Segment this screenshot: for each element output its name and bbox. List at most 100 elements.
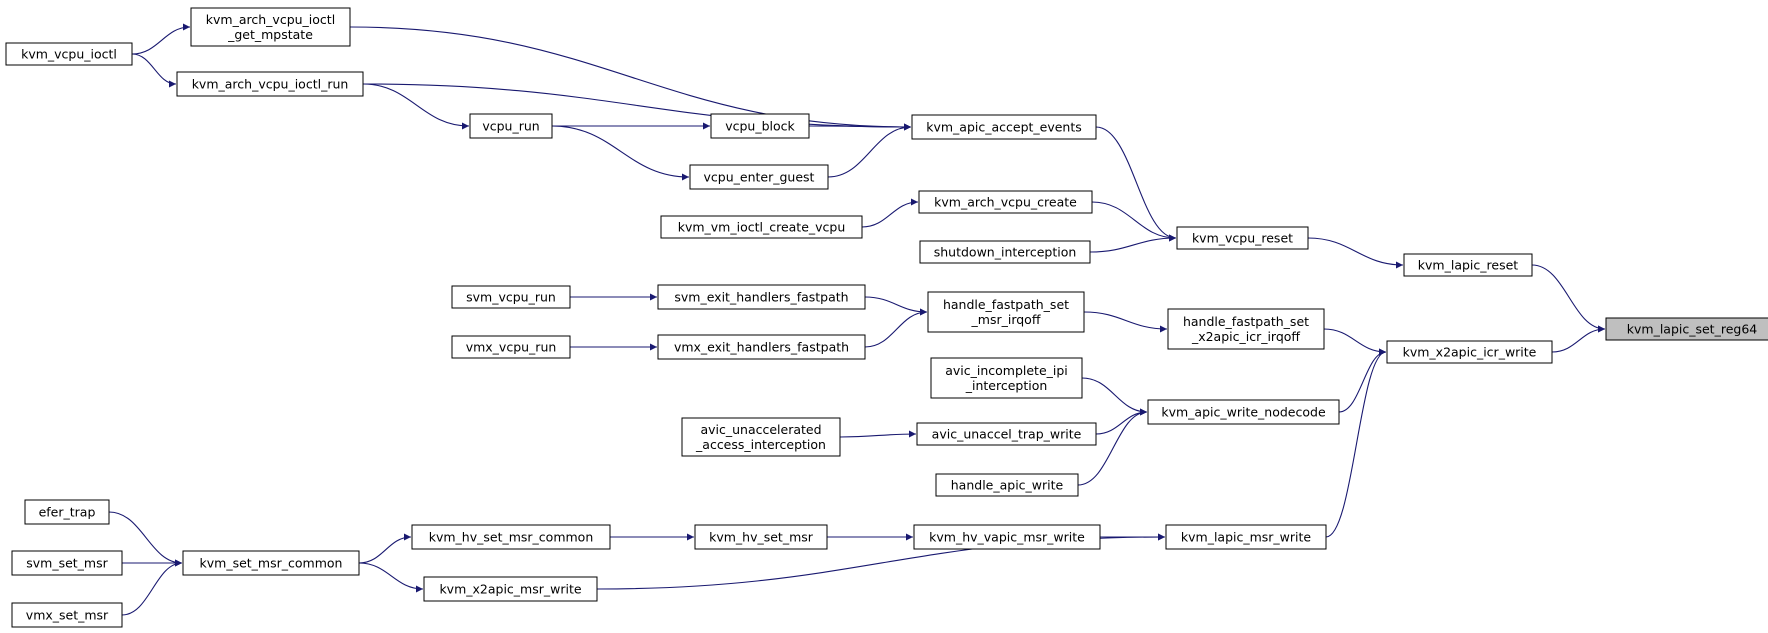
node-svm-exit-handlers-fastpath[interactable]: svm_exit_handlers_fastpath: [657, 284, 866, 310]
node-box: [657, 284, 866, 310]
node-kvm-set-msr-common[interactable]: kvm_set_msr_common: [182, 550, 360, 576]
node-kvm-vm-ioctl-create-vcpu[interactable]: kvm_vm_ioctl_create_vcpu: [660, 215, 863, 239]
node-box: [918, 190, 1093, 214]
node-label: kvm_apic_accept_events: [926, 120, 1082, 135]
node-vcpu-block[interactable]: vcpu_block: [710, 113, 810, 139]
node-label: efer_trap: [39, 505, 96, 520]
node-kvm-x2apic-icr-write[interactable]: kvm_x2apic_icr_write: [1386, 340, 1553, 364]
edge-handle-apic-write-to-kvm-apic-write-nodecode: [1077, 408, 1148, 486]
edge-shutdown-interception-to-kvm-vcpu-reset: [1089, 234, 1177, 253]
node-handle-fastpath-set-msr-irqoff[interactable]: handle_fastpath_set_msr_irqoff: [927, 291, 1085, 333]
node-label: kvm_hv_set_msr: [709, 530, 814, 545]
node-label: _msr_irqoff: [971, 312, 1041, 327]
node-box: [710, 113, 810, 139]
node-label: kvm_arch_vcpu_create: [934, 195, 1077, 210]
node-kvm-x2apic-msr-write[interactable]: kvm_x2apic_msr_write: [423, 576, 598, 602]
node-vmx-exit-handlers-fastpath[interactable]: vmx_exit_handlers_fastpath: [657, 334, 866, 360]
node-box: [5, 42, 133, 66]
node-box: [451, 335, 571, 359]
node-svm-set-msr[interactable]: svm_set_msr: [11, 550, 123, 576]
node-kvm-lapic-msr-write[interactable]: kvm_lapic_msr_write: [1165, 524, 1327, 550]
node-label: kvm_lapic_reset: [1418, 258, 1518, 273]
node-label: kvm_x2apic_msr_write: [439, 582, 581, 597]
node-kvm-arch-vcpu-create[interactable]: kvm_arch_vcpu_create: [918, 190, 1093, 214]
edge-kvm-vcpu-ioctl-to-kvm-arch-vcpu-ioctl-run: [131, 53, 177, 88]
node-label: vmx_vcpu_run: [466, 340, 557, 355]
node-box: [182, 550, 360, 576]
node-kvm-arch-vcpu-ioctl-run[interactable]: kvm_arch_vcpu_ioctl_run: [176, 71, 364, 97]
node-label: kvm_vcpu_reset: [1192, 231, 1293, 246]
edge-efer-trap-to-kvm-set-msr-common: [108, 511, 183, 567]
node-box: [930, 357, 1083, 399]
node-label: vmx_set_msr: [26, 608, 109, 623]
node-box: [657, 334, 866, 360]
node-box: [1147, 399, 1340, 425]
edge-kvm-arch-vcpu-ioctl-get-mpstate-to-kvm-apic-accept-events: [349, 26, 912, 131]
node-box: [1165, 524, 1327, 550]
node-shutdown-interception[interactable]: shutdown_interception: [919, 240, 1091, 264]
node-handle-apic-write[interactable]: handle_apic_write: [935, 473, 1079, 497]
node-kvm-lapic-set-reg64[interactable]: kvm_lapic_set_reg64: [1605, 317, 1768, 341]
node-label: vcpu_enter_guest: [704, 170, 815, 185]
node-avic-unaccel-trap-write[interactable]: avic_unaccel_trap_write: [916, 422, 1097, 446]
node-box: [913, 524, 1101, 550]
node-vmx-vcpu-run[interactable]: vmx_vcpu_run: [451, 335, 571, 359]
node-box: [911, 114, 1097, 140]
node-box: [935, 473, 1079, 497]
node-label: kvm_arch_vcpu_ioctl: [206, 12, 335, 27]
node-label: shutdown_interception: [934, 245, 1077, 260]
node-box: [689, 164, 829, 190]
node-vcpu-enter-guest[interactable]: vcpu_enter_guest: [689, 164, 829, 190]
node-box: [469, 113, 553, 139]
node-box: [919, 240, 1091, 264]
node-kvm-hv-set-msr[interactable]: kvm_hv_set_msr: [694, 524, 828, 550]
node-label: kvm_lapic_set_reg64: [1627, 322, 1758, 337]
node-efer-trap[interactable]: efer_trap: [24, 499, 110, 525]
edge-kvm-arch-vcpu-ioctl-run-to-vcpu-run: [362, 83, 470, 130]
node-kvm-lapic-reset[interactable]: kvm_lapic_reset: [1403, 253, 1533, 277]
node-label: kvm_vm_ioctl_create_vcpu: [678, 220, 846, 235]
node-avic-incomplete-ipi-interception[interactable]: avic_incomplete_ipi_interception: [930, 357, 1083, 399]
node-avic-unaccelerated-access-interception[interactable]: avic_unaccelerated_access_interception: [681, 417, 841, 457]
edge-kvm-set-msr-common-to-kvm-hv-set-msr-common: [358, 533, 412, 564]
edge-kvm-vm-ioctl-create-vcpu-to-kvm-arch-vcpu-create: [861, 198, 919, 228]
edge-handle-fastpath-set-x2apic-icr-irqoff-to-kvm-x2apic-icr-write: [1323, 328, 1387, 356]
node-label: handle_fastpath_set: [1183, 314, 1309, 329]
node-box: [927, 291, 1085, 333]
node-kvm-hv-set-msr-common[interactable]: kvm_hv_set_msr_common: [411, 524, 611, 550]
node-label: kvm_hv_vapic_msr_write: [929, 530, 1085, 545]
edge-avic-unaccelerated-access-interception-to-avic-unaccel-trap-write: [839, 430, 917, 438]
node-kvm-apic-write-nodecode[interactable]: kvm_apic_write_nodecode: [1147, 399, 1340, 425]
node-label: avic_incomplete_ipi: [945, 363, 1068, 378]
node-svm-vcpu-run[interactable]: svm_vcpu_run: [451, 285, 571, 309]
nodes-layer: kvm_lapic_set_reg64 kvm_lapic_reset kvm_x2…: [5, 7, 1768, 628]
node-kvm-hv-vapic-msr-write[interactable]: kvm_hv_vapic_msr_write: [913, 524, 1101, 550]
edge-vmx-exit-handlers-fastpath-to-handle-fastpath-set-msr-irqoff: [864, 308, 928, 348]
node-box: [1386, 340, 1553, 364]
node-box: [423, 576, 598, 602]
node-kvm-vcpu-ioctl[interactable]: kvm_vcpu_ioctl: [5, 42, 133, 66]
node-handle-fastpath-set-x2apic-icr-irqoff[interactable]: handle_fastpath_set_x2apic_icr_irqoff: [1167, 308, 1325, 350]
node-vmx-set-msr[interactable]: vmx_set_msr: [11, 602, 123, 628]
node-kvm-arch-vcpu-ioctl-get-mpstate[interactable]: kvm_arch_vcpu_ioctl_get_mpstate: [190, 7, 351, 47]
node-kvm-vcpu-reset[interactable]: kvm_vcpu_reset: [1176, 226, 1309, 250]
node-box: [694, 524, 828, 550]
node-label: kvm_arch_vcpu_ioctl_run: [192, 77, 349, 92]
node-box: [24, 499, 110, 525]
edge-vmx-set-msr-to-kvm-set-msr-common: [121, 559, 183, 616]
node-box: [660, 215, 863, 239]
edges-layer: [108, 23, 1606, 616]
edge-kvm-x2apic-icr-write-to-kvm-lapic-set-reg64: [1551, 325, 1606, 353]
node-label: handle_fastpath_set: [943, 297, 1069, 312]
node-kvm-apic-accept-events[interactable]: kvm_apic_accept_events: [911, 114, 1097, 140]
node-label: kvm_x2apic_icr_write: [1403, 345, 1537, 360]
node-vcpu-run[interactable]: vcpu_run: [469, 113, 553, 139]
node-label: _interception: [965, 378, 1048, 393]
edge-vcpu-run-to-vcpu-enter-guest: [551, 125, 690, 181]
node-label: kvm_vcpu_ioctl: [21, 47, 117, 62]
node-box: [1403, 253, 1533, 277]
edge-kvm-lapic-reset-to-kvm-lapic-set-reg64: [1531, 264, 1606, 333]
node-label: _x2apic_icr_irqoff: [1191, 329, 1300, 344]
node-label: avic_unaccel_trap_write: [932, 427, 1082, 442]
